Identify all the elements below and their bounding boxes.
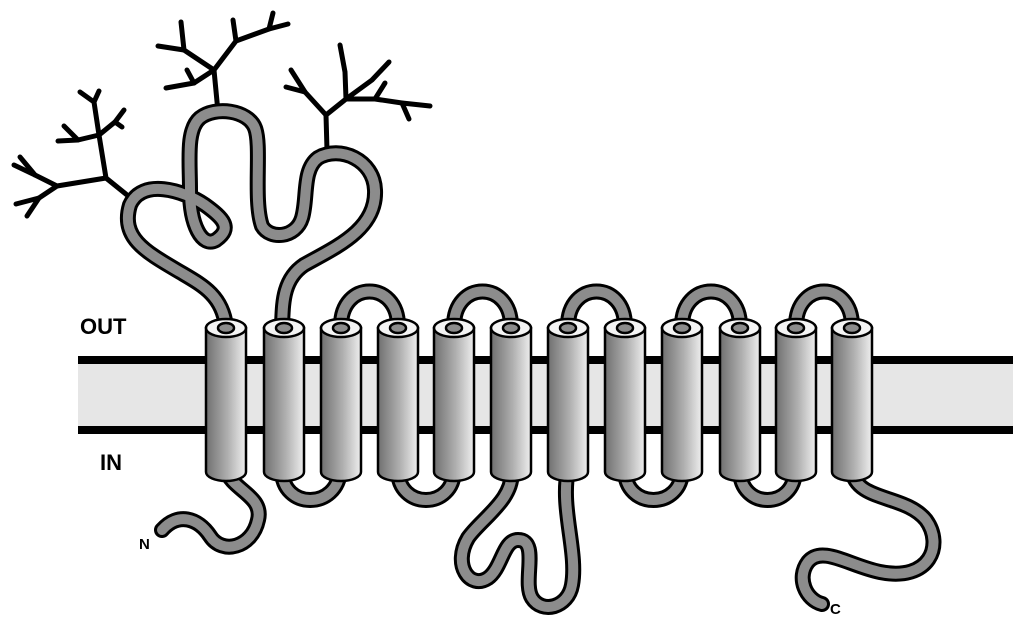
transmembrane-helix-7 <box>548 319 588 481</box>
transmembrane-helix-1 <box>206 319 246 481</box>
helix-body <box>605 328 645 481</box>
helix-chain-entry <box>617 323 633 333</box>
helix-chain-entry <box>503 323 519 333</box>
transmembrane-helix-2 <box>264 319 304 481</box>
transmembrane-helix-4 <box>378 319 418 481</box>
helix-body <box>491 328 531 481</box>
helix-chain-entry <box>674 323 690 333</box>
helix-chain-entry <box>333 323 349 333</box>
helix-chain-entry <box>788 323 804 333</box>
transmembrane-helix-9 <box>662 319 702 481</box>
transmembrane-helix-11 <box>776 319 816 481</box>
helix-body <box>434 328 474 481</box>
helix-body <box>264 328 304 481</box>
helix-body <box>662 328 702 481</box>
glycan-tree-2 <box>158 13 288 112</box>
glycan-tree-1 <box>14 91 132 216</box>
helix-body <box>720 328 760 481</box>
inside-label: IN <box>100 450 122 475</box>
c-terminus-label: C <box>830 601 841 618</box>
transmembrane-helix-8 <box>605 319 645 481</box>
helix-body <box>776 328 816 481</box>
helix-chain-entry <box>844 323 860 333</box>
helix-body <box>378 328 418 481</box>
helix-body <box>832 328 872 481</box>
glycan-tree-3 <box>286 45 430 150</box>
helix-chain-entry <box>560 323 576 333</box>
transmembrane-helix-3 <box>321 319 361 481</box>
helix-body <box>321 328 361 481</box>
outside-label: OUT <box>80 314 127 339</box>
helix-chain-entry <box>732 323 748 333</box>
transmembrane-helix-6 <box>491 319 531 481</box>
transmembrane-helix-5 <box>434 319 474 481</box>
helix-chain-entry <box>390 323 406 333</box>
helix-body <box>206 328 246 481</box>
helix-chain-entry <box>218 323 234 333</box>
transmembrane-helix-10 <box>720 319 760 481</box>
transmembrane-helix-12 <box>832 319 872 481</box>
helix-chain-entry <box>446 323 462 333</box>
helix-body <box>548 328 588 481</box>
n-terminus-label: N <box>139 536 150 553</box>
helix-chain-entry <box>276 323 292 333</box>
